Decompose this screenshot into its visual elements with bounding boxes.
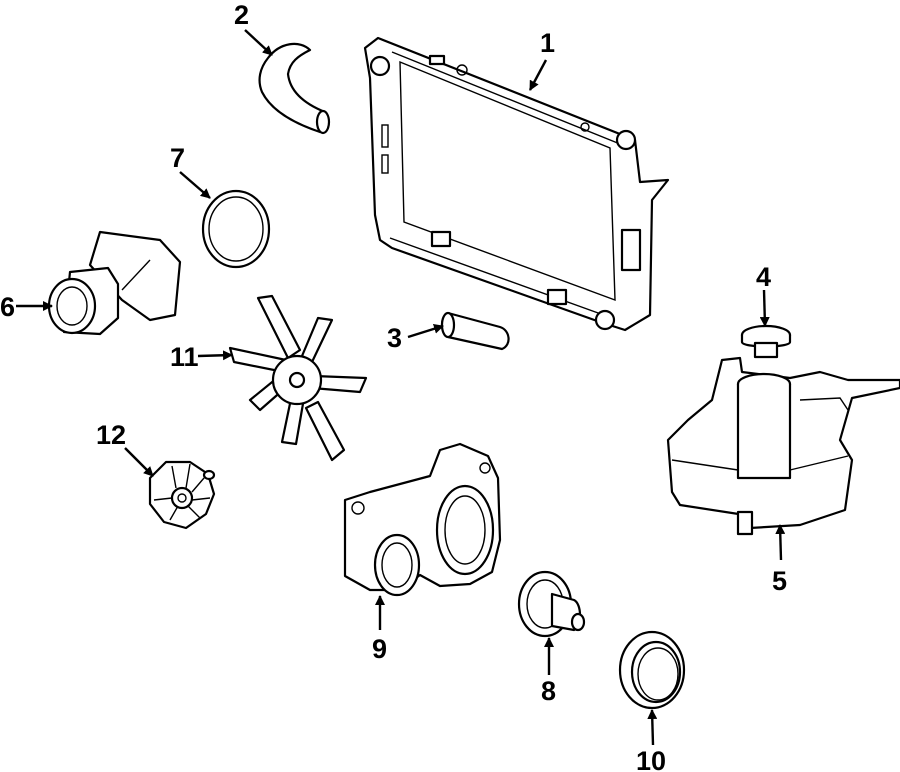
- leader-4: [759, 289, 770, 327]
- callout-6: 6: [0, 292, 15, 322]
- callout-5: 5: [772, 566, 787, 596]
- leader-11: [197, 350, 233, 361]
- callout-3: 3: [387, 323, 402, 353]
- callout-labels: 1 2 3 4 5 6 7 8 9 10 11 12: [0, 0, 787, 772]
- seal-ring-part[interactable]: [618, 630, 686, 710]
- leader-1: [528, 59, 548, 91]
- reservoir-cap-part[interactable]: [740, 324, 792, 359]
- thermostat-part[interactable]: [517, 570, 586, 638]
- leader-10: [647, 709, 658, 746]
- radiator-part[interactable]: [363, 36, 670, 332]
- leader-2: [244, 29, 273, 56]
- fan-part[interactable]: [228, 294, 368, 462]
- callout-9: 9: [372, 634, 387, 664]
- callout-4: 4: [756, 262, 771, 292]
- callout-10: 10: [636, 746, 666, 772]
- callout-7: 7: [170, 143, 185, 173]
- callout-1: 1: [540, 28, 555, 58]
- upper-hose-part[interactable]: [258, 42, 331, 135]
- callout-8: 8: [541, 676, 556, 706]
- leader-3: [407, 323, 444, 339]
- leader-12: [124, 447, 154, 477]
- callout-11: 11: [170, 342, 199, 372]
- thermostat-housing-part[interactable]: [343, 442, 502, 597]
- leader-5: [775, 524, 786, 561]
- lower-hose-part[interactable]: [440, 311, 510, 351]
- callout-12: 12: [96, 420, 126, 450]
- callout-2: 2: [234, 0, 249, 30]
- gasket-ring-part[interactable]: [201, 189, 271, 269]
- water-pump-impeller-part[interactable]: [148, 460, 216, 530]
- coolant-reservoir-part[interactable]: [666, 356, 900, 536]
- leader-lines: [16, 29, 786, 746]
- water-outlet-part[interactable]: [47, 230, 182, 336]
- leader-7: [179, 171, 211, 199]
